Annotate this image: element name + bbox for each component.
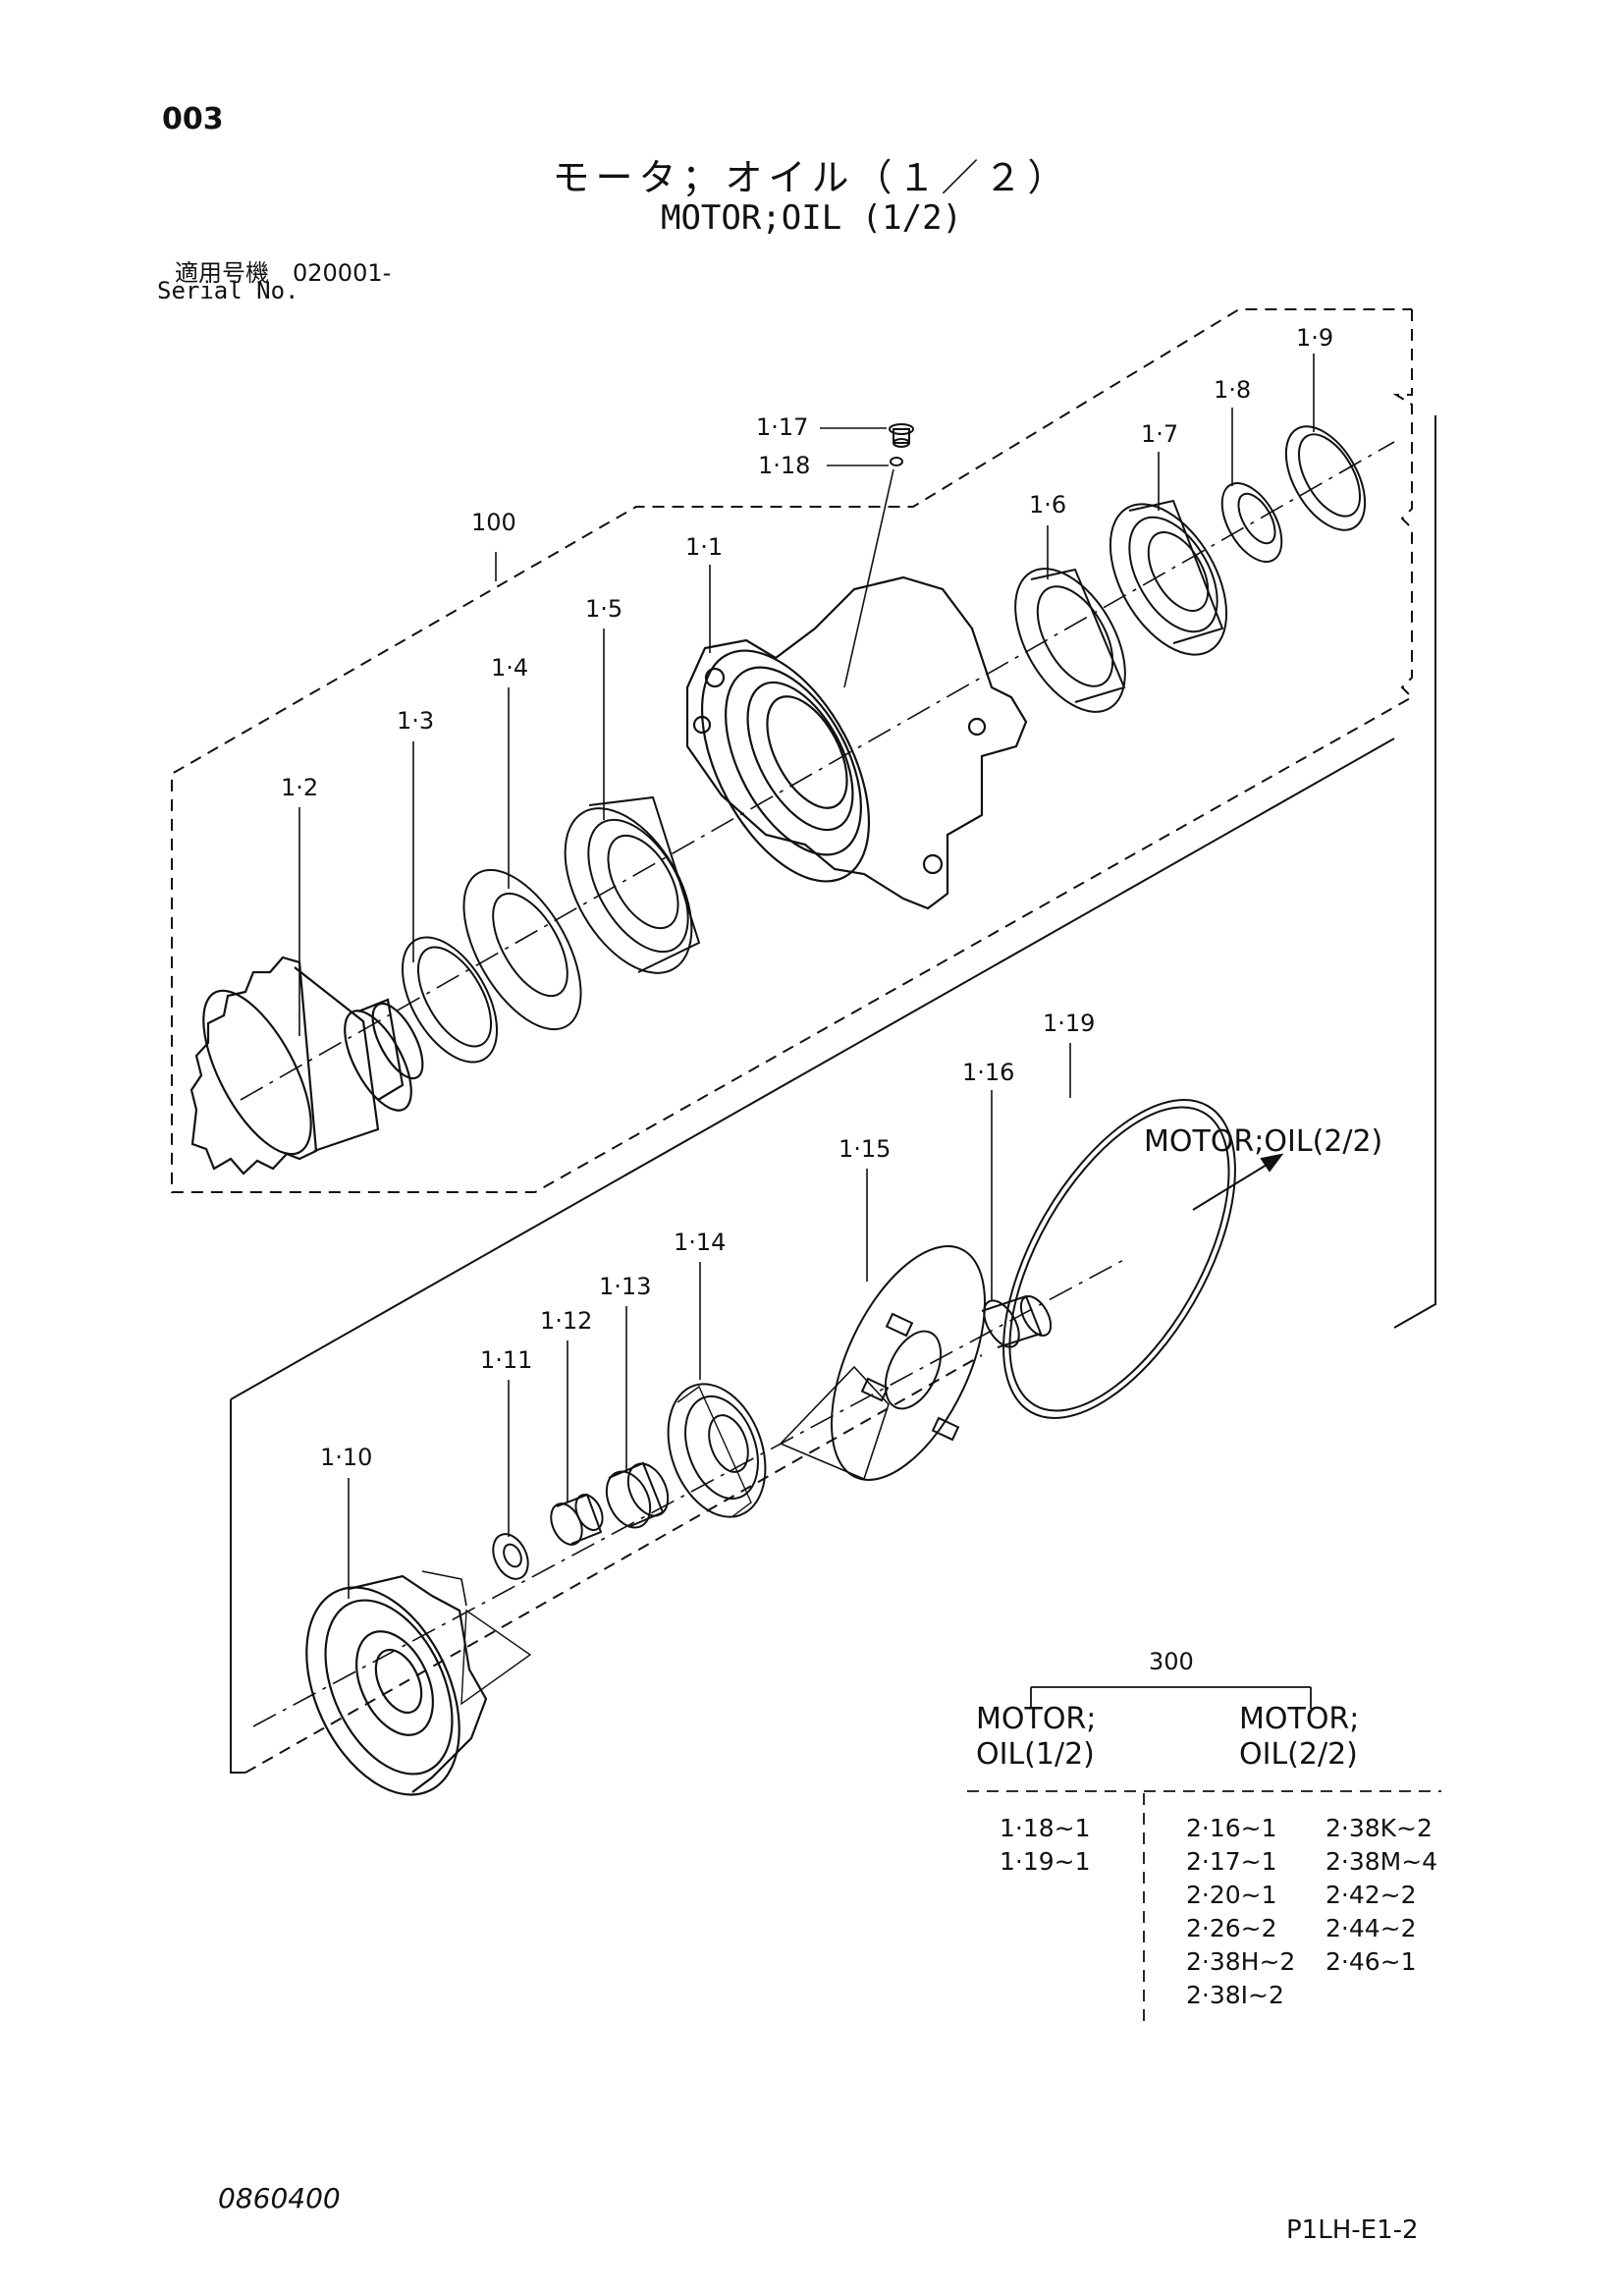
- kit-item: 2·44~2: [1325, 1914, 1417, 1942]
- kit-header-col1-line1: MOTOR;: [976, 1702, 1096, 1736]
- part-label-1-12: 1·12: [540, 1307, 592, 1335]
- kit-item: 2·38I~2: [1186, 1981, 1284, 2009]
- part-label-1-8: 1·8: [1214, 376, 1251, 404]
- part-label-1-7: 1·7: [1141, 420, 1178, 448]
- part-label-1-15: 1·15: [839, 1135, 891, 1163]
- thrust-ring-part: [401, 936, 499, 1064]
- part-label-1-19: 1·19: [1043, 1010, 1095, 1037]
- part-label-1-18: 1·18: [758, 452, 810, 479]
- continuation-arrow-line: [1192, 1161, 1272, 1211]
- kit-item: 2·46~1: [1325, 1947, 1417, 1976]
- part-label-1-1: 1·1: [685, 533, 723, 561]
- planet-gear-part: [667, 1383, 767, 1518]
- large-o-ring-part: [1002, 1099, 1236, 1419]
- group-300-boundary-bottom: [244, 1354, 983, 1774]
- retaining-plate-part: [462, 868, 582, 1031]
- page-number: 003: [162, 102, 224, 137]
- group-300-boundary-top: [230, 738, 1395, 1400]
- oil-seal-part: [1014, 568, 1126, 713]
- kit-table: 300 MOTOR; OIL(1/2) MOTOR; OIL(2/2) 1·18…: [976, 1648, 1437, 2009]
- kit-item: 2·42~2: [1325, 1881, 1417, 1909]
- sun-gear-part: [981, 1294, 1053, 1348]
- kit-item: 2·38K~2: [1325, 1814, 1433, 1842]
- kit-item: 2·17~1: [1186, 1847, 1277, 1876]
- page-reference: P1LH-E1-2: [1286, 2215, 1419, 2245]
- kit-item: 2·20~1: [1186, 1881, 1277, 1909]
- group-100-boundary: [171, 308, 1414, 1193]
- upper-axis-line: [240, 441, 1395, 1101]
- continuation-arrowhead: [1260, 1153, 1284, 1173]
- kit-item: 1·19~1: [1000, 1847, 1091, 1876]
- kit-item: 1·18~1: [1000, 1814, 1091, 1842]
- plug-part: [889, 423, 914, 448]
- part-label-1-13: 1·13: [599, 1273, 651, 1300]
- lower-axis-line: [252, 1256, 1130, 1727]
- page-title-english: MOTOR;OIL (1/2): [660, 198, 963, 238]
- group-300-boundary-left: [230, 1399, 245, 1774]
- part-label-1-6: 1·6: [1029, 491, 1066, 519]
- planet-carrier-part: [305, 1570, 532, 1796]
- group-300-boundary: [1393, 415, 1436, 1329]
- group-label-300: 300: [1149, 1648, 1194, 1675]
- part-label-1-2: 1·2: [281, 774, 318, 801]
- part-label-1-14: 1·14: [674, 1229, 726, 1256]
- part-labels: 100 1·1 1·2 1·3 1·4 1·5 1·6 1·7 1·8 1·9 …: [281, 324, 1382, 1471]
- bushing-part: [550, 1493, 604, 1546]
- snap-ring-part: [1284, 425, 1367, 531]
- thrust-plate-part: [779, 1245, 986, 1481]
- group-label-100: 100: [471, 509, 516, 536]
- kit-item: 2·16~1: [1186, 1814, 1277, 1842]
- part-label-1-16: 1·16: [962, 1059, 1014, 1086]
- kit-header-col2-line1: MOTOR;: [1239, 1702, 1359, 1736]
- kit-item: 2·38H~2: [1186, 1947, 1295, 1976]
- part-label-1-9: 1·9: [1296, 324, 1333, 352]
- continuation-label: MOTOR;OIL(2/2): [1144, 1124, 1382, 1159]
- serial-label-english: Serial No.: [157, 277, 299, 304]
- kit-table-lines: [967, 1686, 1441, 2023]
- kit-header-col1-line2: OIL(1/2): [976, 1737, 1095, 1772]
- bearing-part-1-5: [564, 795, 701, 974]
- part-label-1-5: 1·5: [585, 595, 622, 623]
- part-label-1-17: 1·17: [756, 413, 808, 441]
- kit-header-col2-line2: OIL(2/2): [1239, 1737, 1358, 1772]
- part-label-1-11: 1·11: [480, 1346, 532, 1374]
- page-title-japanese: モータ；オイル（１／２）: [552, 156, 1071, 199]
- lock-nut-part: [1220, 482, 1283, 563]
- o-ring-small-part: [890, 457, 903, 466]
- thrust-washer-part: [492, 1533, 529, 1580]
- kit-item: 2·26~2: [1186, 1914, 1277, 1942]
- leader-lines: [298, 354, 1315, 1599]
- needle-bearing-part: [605, 1461, 670, 1529]
- kit-item: 2·38M~4: [1325, 1847, 1437, 1876]
- plug-leader-to-housing: [843, 468, 894, 688]
- pinion-shaft-part: [189, 956, 424, 1175]
- serial-label-japanese: 適用号機 020001-: [175, 259, 392, 287]
- motor-housing-part: [685, 575, 1028, 910]
- part-label-1-10: 1·10: [320, 1444, 372, 1471]
- bearing-part-1-7: [1109, 499, 1228, 656]
- part-label-1-3: 1·3: [397, 707, 434, 735]
- part-label-1-4: 1·4: [491, 654, 528, 682]
- document-number: 0860400: [218, 2182, 341, 2214]
